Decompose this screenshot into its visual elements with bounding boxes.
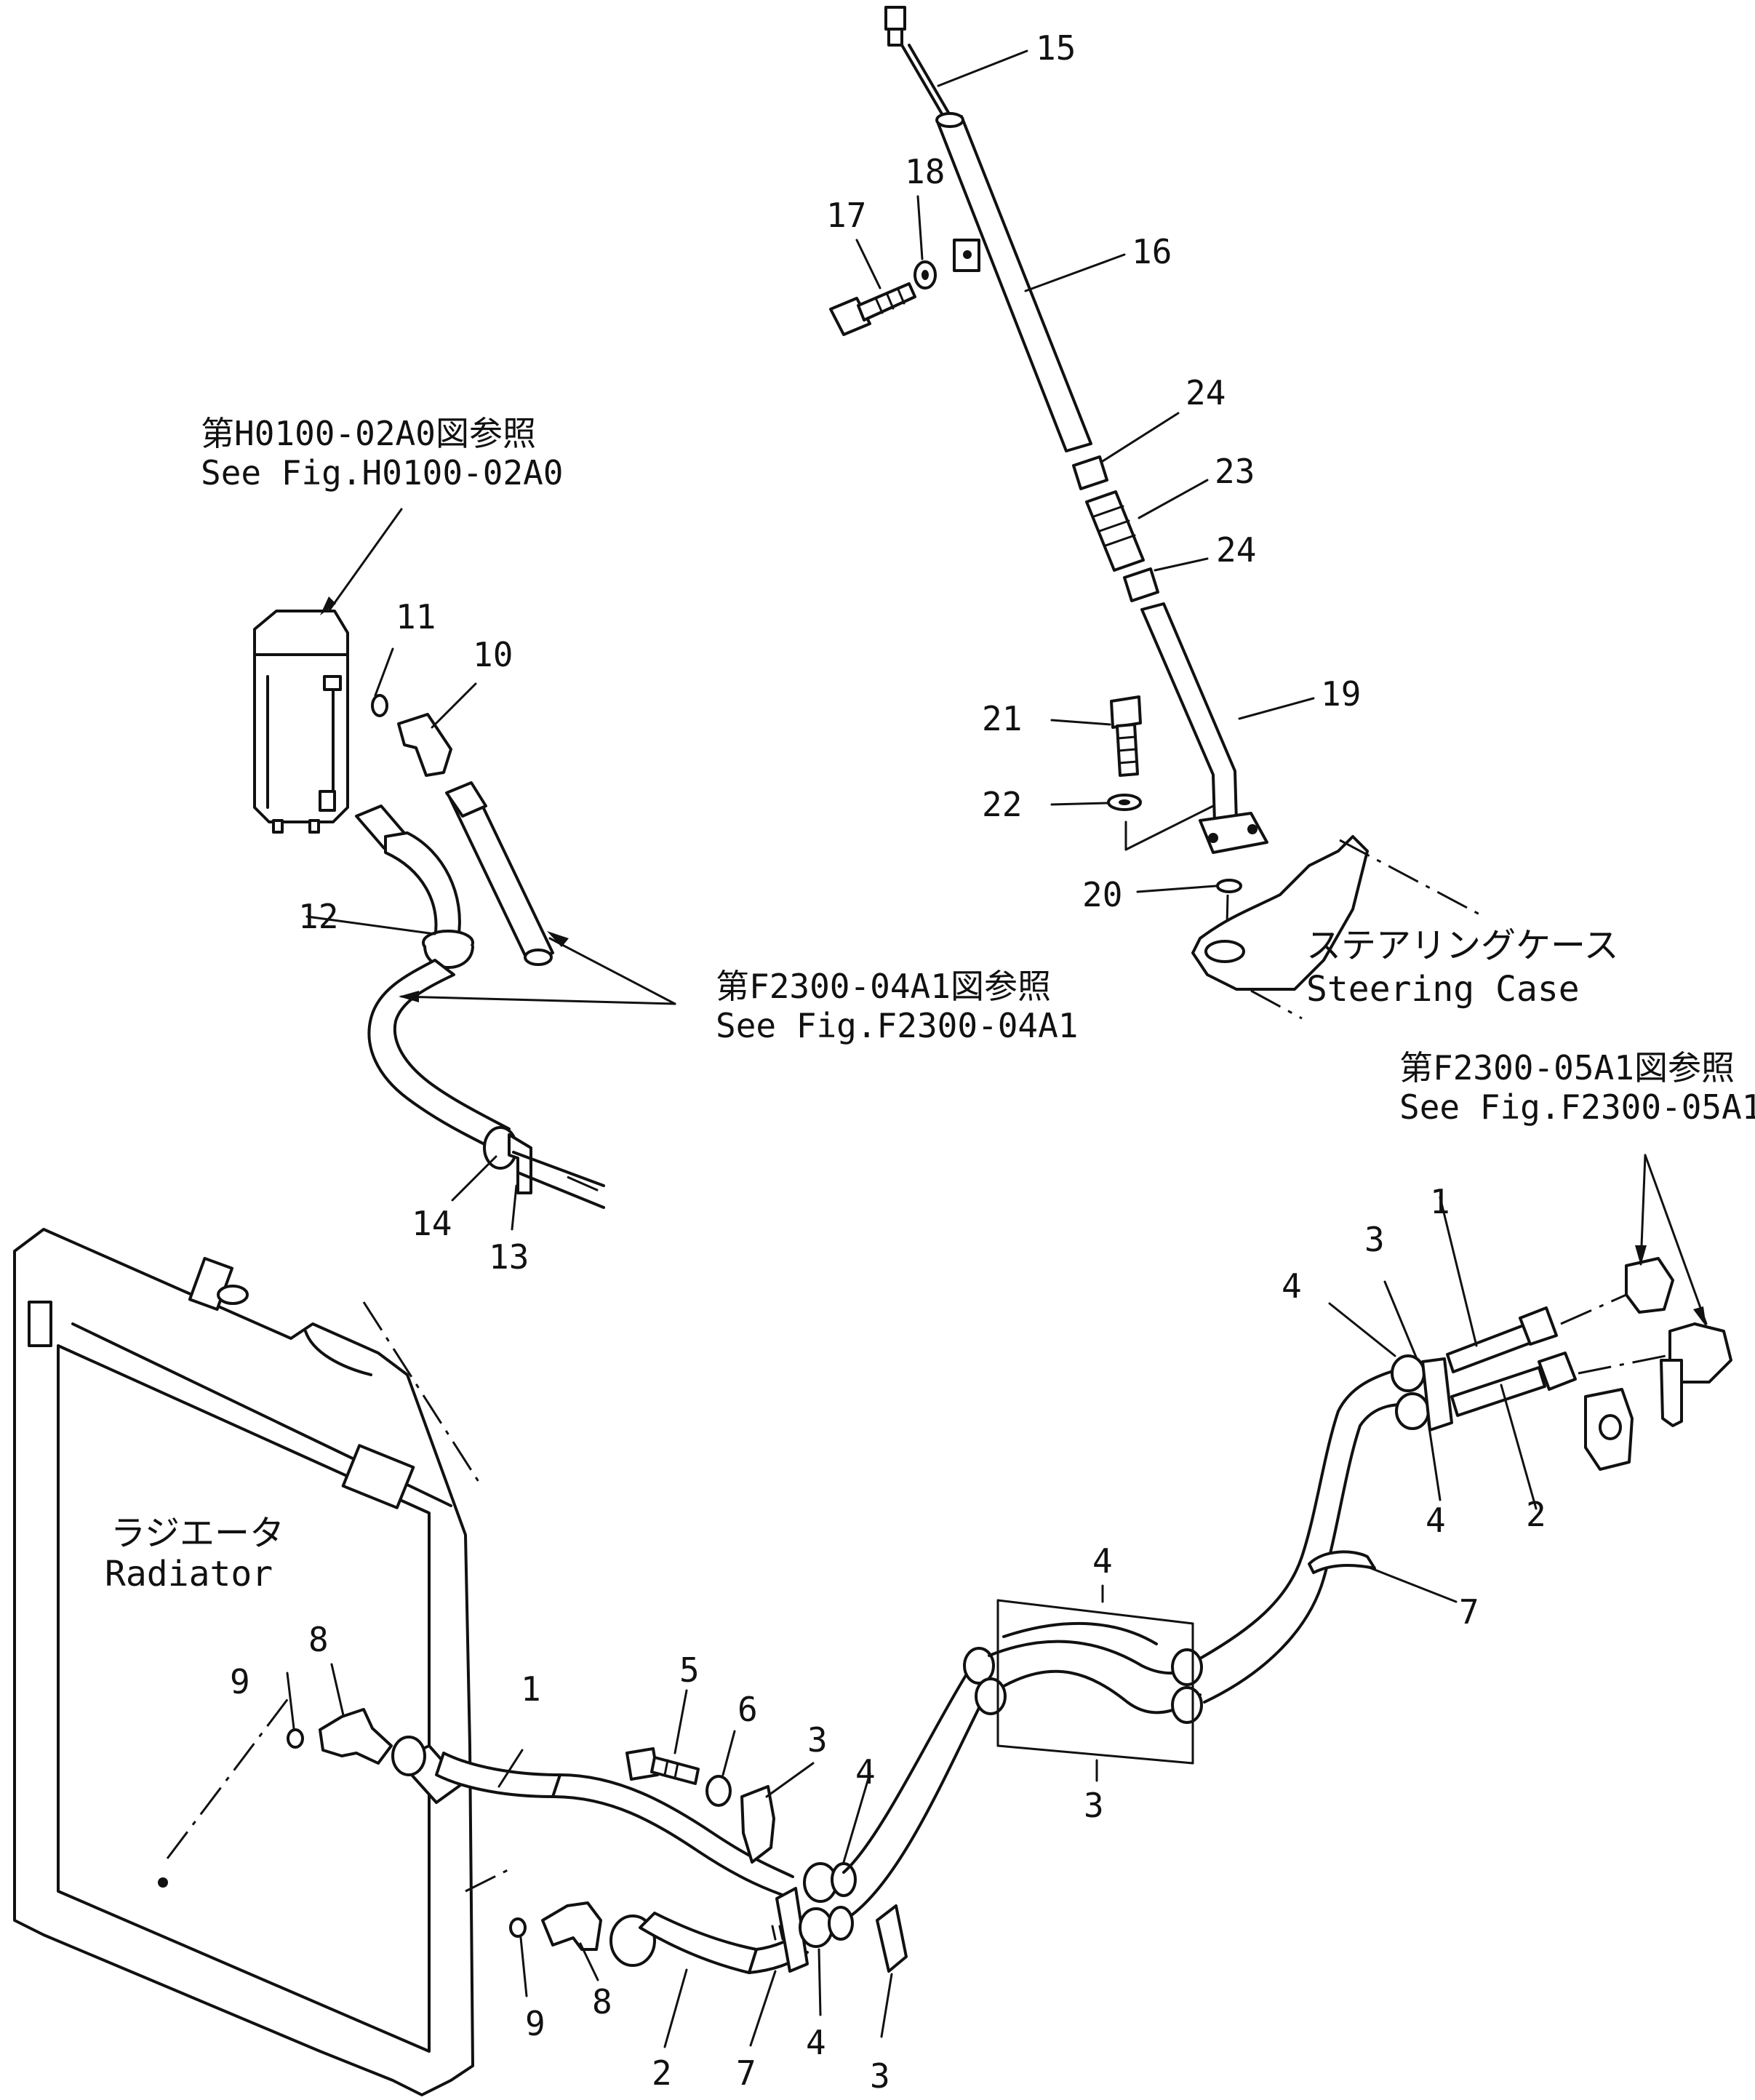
elbow-10: [397, 713, 452, 777]
o-ring-20: [1216, 879, 1242, 893]
clamp-7-lower: [775, 1887, 809, 1973]
steering-case-body: [1191, 835, 1369, 991]
bracket-3-lower: [876, 1904, 908, 1973]
callout-4-right-bottom: 4: [1426, 1501, 1446, 1540]
callout-24-upper: 24: [1186, 373, 1226, 412]
bracket-13: [508, 1133, 532, 1194]
callout-7-upper: 7: [1459, 1592, 1479, 1632]
tube-flange: [1199, 812, 1268, 854]
elbow-8-upper: [319, 1708, 393, 1765]
ref-f2300-05-jp: 第F2300-05A1図参照: [1399, 1048, 1735, 1087]
callout-18: 18: [905, 152, 945, 191]
bracket-3-right: [1421, 1357, 1453, 1432]
callout-2-right: 2: [1526, 1495, 1546, 1534]
right-fittings: [1560, 1257, 1732, 1471]
oil-line-12: [384, 831, 461, 940]
filler-tube-lower: [1140, 602, 1238, 823]
bracket-3-upper: [740, 1785, 775, 1864]
callout-12: 12: [298, 897, 338, 936]
callout-numbers: 15 16 17 18 24 23 24 19 21 22 20 11 10 1…: [230, 28, 1546, 2096]
o-ring-9-upper: [287, 1728, 304, 1749]
callout-1-right: 1: [1430, 1182, 1450, 1221]
bolt-5: [625, 1747, 700, 1785]
callout-9-upper: 9: [230, 1662, 250, 1701]
dipstick-collar: [887, 28, 903, 47]
clamp-4-e: [1391, 1354, 1426, 1392]
clamp-4-d: [975, 1677, 1007, 1715]
callout-8-lower: 8: [592, 1982, 612, 2021]
callout-16: 16: [1132, 232, 1172, 271]
callout-3-lower-bottom: 3: [870, 2056, 890, 2096]
radiator-body: [13, 1228, 510, 2096]
callout-4-lower-bottom: 4: [806, 2023, 826, 2062]
tee-fitting-upper: [1625, 1257, 1674, 1314]
o-ring-11: [371, 694, 388, 717]
reference-notes: 第H0100-02A0図参照 See Fig.H0100-02A0 第F2300…: [105, 414, 1755, 1594]
callout-1-lower: 1: [521, 1669, 541, 1709]
ref-h0100-en: See Fig.H0100-02A0: [201, 453, 564, 492]
leader-lines: [286, 49, 1708, 2048]
callout-3-right: 3: [1364, 1220, 1385, 1259]
callout-4-middle: 4: [1092, 1541, 1113, 1581]
callout-19: 19: [1321, 674, 1361, 714]
ref-h0100-jp: 第H0100-02A0図参照: [201, 414, 536, 453]
ref-f2300-05-en: See Fig.F2300-05A1: [1399, 1087, 1755, 1127]
hose-23: [1085, 490, 1145, 572]
callout-14: 14: [412, 1204, 452, 1243]
callout-7-lower: 7: [736, 2053, 756, 2093]
callout-8-upper: 8: [308, 1620, 329, 1659]
radiator-label-en: Radiator: [105, 1554, 273, 1594]
callout-21: 21: [982, 699, 1022, 738]
oil-filter: [253, 610, 349, 823]
clamp-4-c: [963, 1647, 995, 1685]
callout-17: 17: [826, 196, 866, 235]
clamp-4-f: [1395, 1392, 1430, 1430]
dipstick-assembly: [829, 6, 1484, 1020]
bolt-17: [829, 282, 916, 336]
filler-tube-upper: [937, 115, 1092, 452]
clamp-4-b: [799, 1907, 833, 1948]
callout-6: 6: [737, 1690, 758, 1729]
callout-22: 22: [982, 785, 1022, 824]
callout-24-lower: 24: [1216, 530, 1256, 570]
callout-13: 13: [489, 1237, 529, 1277]
callout-10: 10: [473, 635, 513, 674]
callout-5: 5: [679, 1650, 700, 1690]
steering-case-label-en: Steering Case: [1306, 969, 1580, 1010]
nut-24-upper: [1072, 455, 1108, 490]
callout-11: 11: [396, 597, 436, 636]
callout-15: 15: [1036, 28, 1076, 68]
washer-6: [705, 1775, 732, 1807]
callout-2-lower: 2: [652, 2053, 672, 2093]
oil-filter-assembly: [253, 610, 605, 1209]
callout-4-right-top: 4: [1282, 1266, 1302, 1306]
ref-f2300-04-jp: 第F2300-04A1図参照: [716, 967, 1051, 1006]
bolt-21: [1110, 695, 1142, 777]
o-ring-9-lower: [509, 1917, 527, 1938]
ref-f2300-04-en: See Fig.F2300-04A1: [716, 1006, 1079, 1045]
oil-line-lower: [367, 959, 511, 1151]
callout-20: 20: [1082, 875, 1122, 914]
callout-3-middle: 3: [1084, 1786, 1104, 1825]
callout-4-lower-top: 4: [855, 1752, 876, 1792]
oil-cooler-hoses: [435, 1306, 1577, 1974]
callout-3-lower-top: 3: [807, 1720, 828, 1760]
steering-case-label-jp: ステアリングケース: [1306, 925, 1619, 966]
callout-9-lower: 9: [525, 2004, 545, 2043]
dipstick-handle: [884, 6, 906, 31]
radiator-label-jp: ラジエータ: [111, 1513, 284, 1554]
elbow-8-lower: [541, 1901, 602, 1951]
nut-24-lower: [1123, 567, 1159, 602]
callout-23: 23: [1215, 452, 1255, 491]
clamp-7-upper: [1308, 1550, 1376, 1574]
